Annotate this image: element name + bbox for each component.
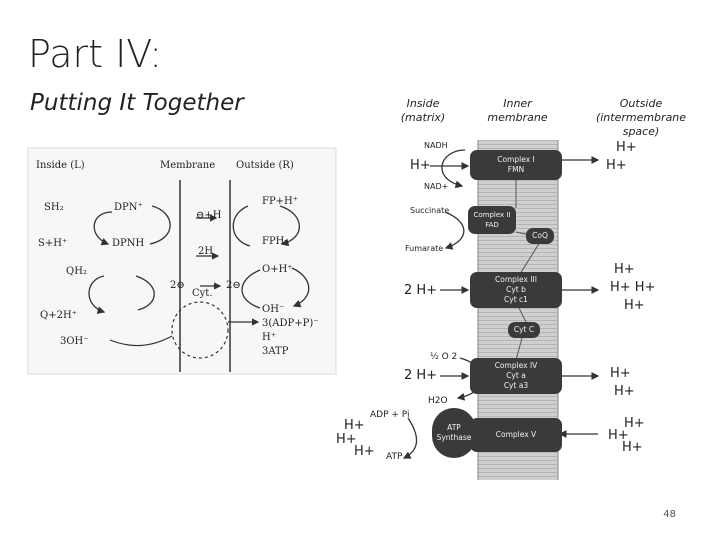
header-inside-line1: Inside [406,97,440,110]
old-label-inside: Inside (L) [36,160,85,171]
old-oh: OH⁻ [262,304,285,315]
connector-coq-c3 [519,241,541,275]
proton-out-c3-b: H+ H+ [610,280,656,295]
old-sh2: SH₂ [44,202,64,213]
proton-out-c1-a: H+ [616,140,637,155]
header-inside: Inside (matrix) [388,97,458,125]
atp-synthase: ATP Synthase [432,408,476,458]
page-number: 48 [663,509,676,520]
label-nadh: NADH [424,141,448,150]
old-s-h: S+H⁺ [38,238,68,249]
old-2h: 2H [198,246,214,257]
label-half-o2: ½ O 2 [430,352,458,362]
complex-5: Complex V [470,418,562,452]
proton-out-c3-c: H+ [624,298,645,313]
header-inner-line2: membrane [487,111,548,124]
old-diagram-image [27,147,337,375]
old-cyt: Cyt. [192,288,213,299]
complex-1-name: Complex I [497,155,535,164]
label-adp-pi: ADP + Pi [370,410,410,420]
header-outside: Outside (intermembrane space) [578,97,704,139]
label-nad-plus: NAD+ [424,182,449,191]
old-3oh: 3OH⁻ [60,336,89,347]
proton-out-c3-a: H+ [614,262,635,277]
complex-1: Complex I FMN [470,150,562,180]
complex-4-name: Complex IV [494,361,538,370]
complex-2: Complex II FAD [468,206,516,234]
coq-carrier: CoQ [526,228,554,244]
slide-subtitle: Putting It Together [30,90,244,116]
complex-3: Complex III Cyt b Cyt c1 [470,272,562,308]
header-outside-line1: Outside [619,97,663,110]
proton-left-atp-c: H+ [354,444,375,459]
nadh-arrow [441,149,466,189]
proton-out-c4-a: H+ [610,366,631,381]
old-2e-left: 2⊖ [170,280,185,291]
old-3atp: 3ATP [262,346,289,357]
proton-in-c1: H+ [410,158,431,173]
complex-1-cofactor: FMN [507,165,525,174]
coq-label: CoQ [532,231,548,240]
complex-4: Complex IV Cyt a Cyt a3 [470,358,562,394]
cyt-c-carrier: Cyt C [508,322,540,338]
old-h: H⁺ [262,332,276,343]
old-o-h: O+H⁺ [262,264,293,275]
proton-in-c3: 2 H+ [404,283,438,298]
complex-5-name: Complex V [495,430,537,439]
atp-synthase-arrow [402,417,418,459]
old-e-h: ⊖+H [196,210,222,221]
header-inner-membrane: Inner membrane [480,97,555,125]
connector-cytc-c4 [515,337,523,361]
old-dpnh: DPNH [112,238,145,249]
proton-left-atp-a: H+ [344,418,365,433]
proton-left-atp-b: H+ [336,432,357,447]
complex-2-cofactor: FAD [485,221,499,229]
label-atp: ATP [386,452,403,462]
connector-c3-cytc [517,305,527,323]
header-outside-line2: (intermembrane space) [595,111,687,138]
old-fp-h: FP+H⁺ [262,196,299,207]
header-inner-line1: Inner [503,97,532,110]
header-inside-line2: (matrix) [400,111,446,124]
old-label-outside: Outside (R) [236,160,294,171]
complex-3-cyt-c1: Cyt c1 [504,295,528,304]
old-qh2: QH₂ [66,266,87,277]
complex-3-cyt-b: Cyt b [506,285,526,294]
succinate-arrow [444,211,465,250]
atp-synthase-line1: ATP [447,423,461,432]
complex-4-cyt-a: Cyt a [506,371,526,380]
complex-2-name: Complex II [473,211,511,219]
label-fumarate: Fumarate [405,244,444,253]
slide-title: Part IV: [28,32,163,76]
old-label-membrane: Membrane [160,160,216,171]
label-succinate: Succinate [410,206,450,215]
old-fph2: FPH₂ [262,236,289,247]
old-q-2h: Q+2H⁺ [40,310,77,321]
old-2e-right: 2⊖ [226,280,241,291]
proton-out-c5-c: H+ [622,440,643,455]
proton-out-c1-b: H+ [606,158,627,173]
proton-out-c5-b: H+ [608,428,629,443]
old-dpn: DPN⁺ [114,202,143,213]
atp-synthase-line2: Synthase [436,433,472,442]
cyt-c-label: Cyt C [513,325,535,334]
label-h2o: H2O [428,396,448,406]
proton-in-c4: 2 H+ [404,368,438,383]
complex-4-cyt-a3: Cyt a3 [503,381,529,390]
proton-out-c5-a: H+ [624,416,645,431]
complex-3-name: Complex III [495,275,537,284]
old-adp-p: 3(ADP+P)⁻ [262,318,319,329]
proton-out-c4-b: H+ [614,384,635,399]
